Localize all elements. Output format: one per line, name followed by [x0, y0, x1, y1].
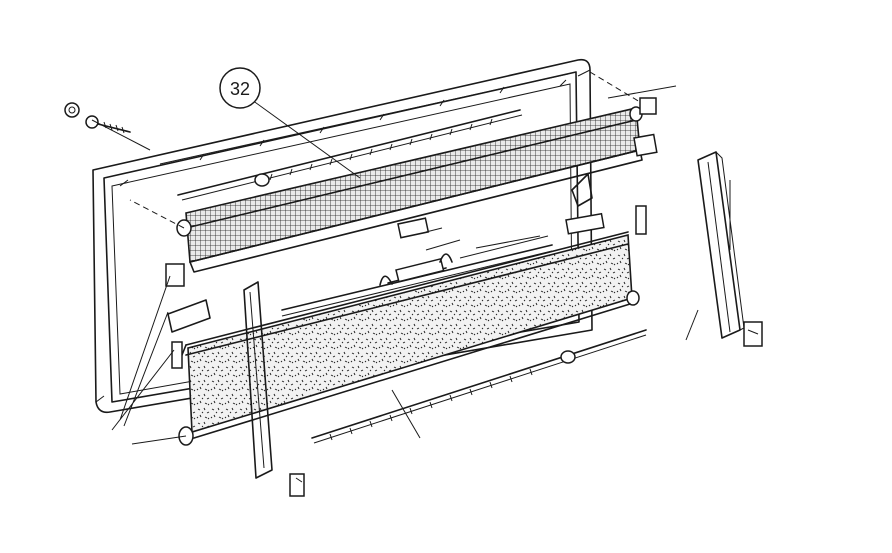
upper-tension-rod — [177, 109, 523, 201]
right-side-guide-rail — [697, 151, 763, 347]
clips-and-endcaps — [165, 133, 658, 369]
leader-lines — [91, 71, 699, 445]
screw-and-washer — [64, 102, 131, 134]
handle-rail — [281, 217, 553, 317]
left-side-guide-rail — [243, 281, 305, 497]
blackout-blind — [178, 231, 640, 446]
callout-balloon: 32 — [219, 67, 261, 109]
insect-screen-cassette — [176, 97, 657, 273]
lower-tension-rod — [311, 329, 647, 444]
callout-number: 32 — [230, 79, 250, 99]
